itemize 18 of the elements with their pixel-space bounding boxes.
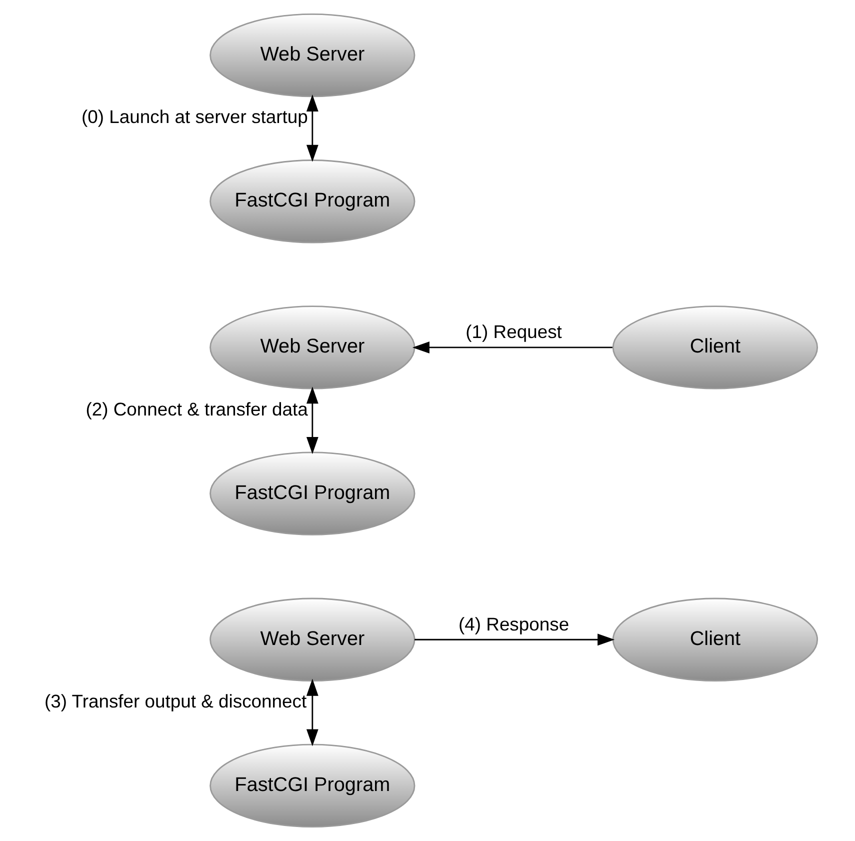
node-ellipse: Web Server [209,13,415,98]
arrow [306,678,318,746]
edge-label: (3) Transfer output & disconnect [44,690,306,712]
arrow [414,634,614,646]
arrow [306,386,318,454]
node-ellipse: Web Server [209,306,415,390]
arrow [306,94,318,162]
node-ellipse: FastCGI Program [209,160,415,244]
edge-label: (1) Request [465,321,562,342]
edge-label: (2) Connect & transfer data [85,398,308,420]
node-ellipse: Client [612,306,818,390]
node-ellipse: Client [612,598,818,682]
edge-label: (4) Response [458,613,569,634]
node-ellipse: Web Server [209,598,415,682]
node-ellipse: FastCGI Program [209,452,415,536]
arrow [412,342,612,354]
node-ellipse: FastCGI Program [209,744,415,828]
edge-label: (0) Launch at server startup [81,106,308,128]
